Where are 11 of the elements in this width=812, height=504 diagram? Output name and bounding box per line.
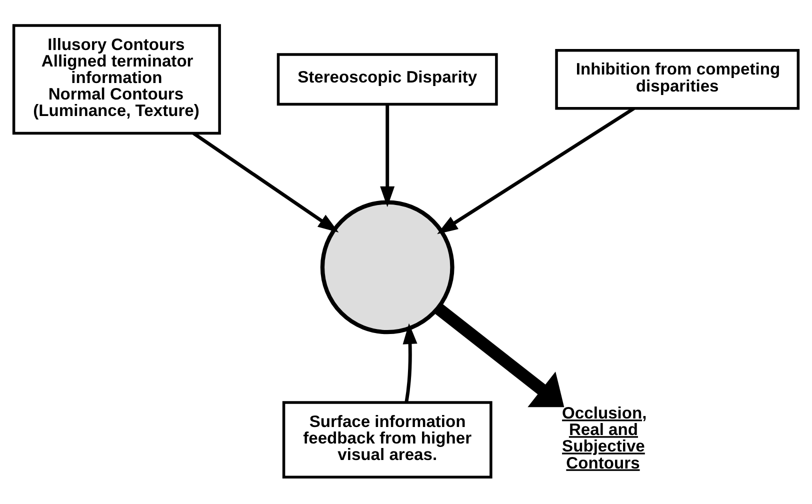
arrow xyxy=(192,132,339,233)
node-box: Surface information feedback from higher visual areas. xyxy=(282,401,492,478)
arrow xyxy=(402,323,418,403)
node-box: Stereoscopic Disparity xyxy=(276,53,498,106)
node-box: Illusory Contours Alligned terminator information Normal Contours (Luminance, Texture) xyxy=(12,24,221,135)
arrow xyxy=(437,107,635,234)
arrow xyxy=(434,304,564,408)
node-text: Occlusion, Real and Subjective Contours xyxy=(562,404,647,472)
arrow xyxy=(380,104,395,208)
node-circle xyxy=(320,200,454,334)
node-box: Inhibition from competing disparities xyxy=(555,49,800,110)
